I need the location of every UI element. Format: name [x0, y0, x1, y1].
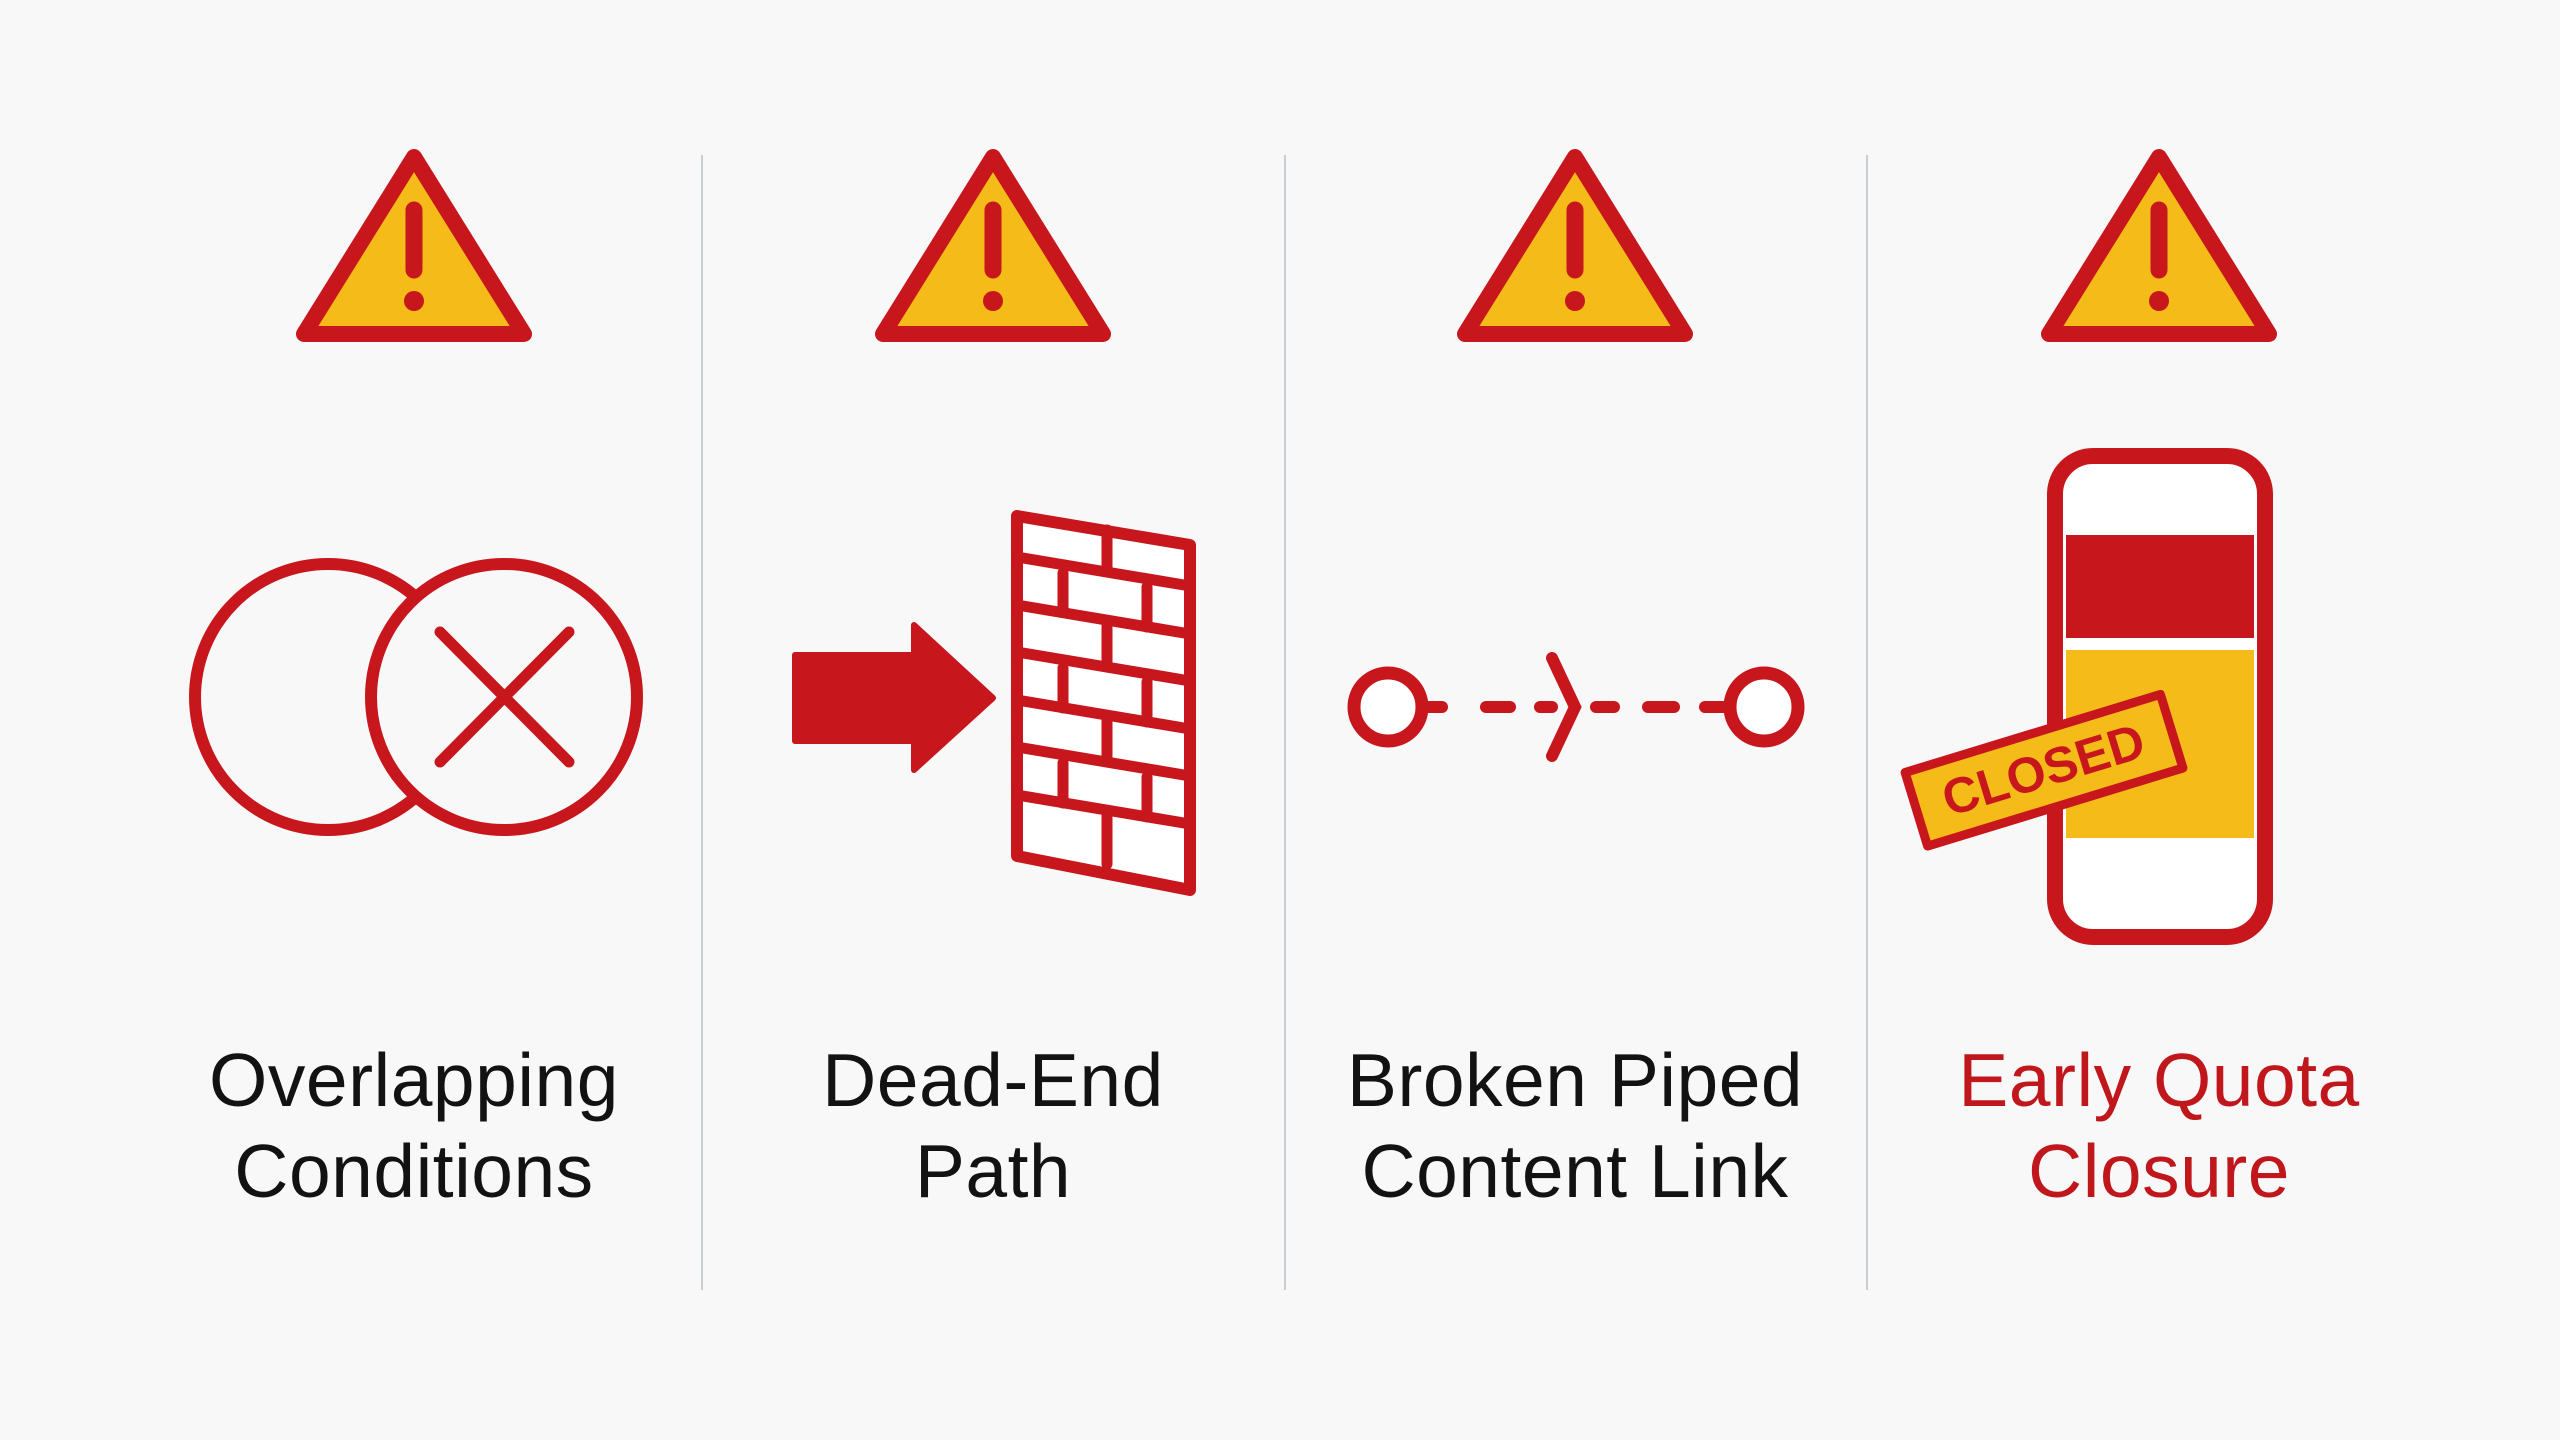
broken-dashed-link-icon	[1347, 652, 1805, 762]
panel-label-line1: Overlapping	[209, 1038, 619, 1122]
panel-early-quota-closure: CLOSED Early Quota Closure	[1868, 0, 2450, 1440]
panel-label-line1: Early Quota	[1958, 1038, 2360, 1122]
panel-label-line1: Dead-End	[822, 1038, 1164, 1122]
arrow-into-brick-wall-icon	[792, 510, 1196, 896]
column-divider	[1866, 155, 1868, 1290]
closed-stamp-icon: CLOSED	[1900, 689, 2188, 851]
panel-label-line1: Broken Piped	[1346, 1038, 1804, 1122]
panel-dead-end-path: Dead-End Path	[702, 0, 1284, 1440]
panel-label: Broken Piped Content Link	[1284, 1035, 1866, 1217]
warning-triangle-icon	[296, 149, 532, 342]
panel-label-line2: Conditions	[234, 1129, 594, 1213]
panel-overlapping-conditions: Overlapping Conditions	[123, 0, 705, 1440]
panel-label-line2: Closure	[2028, 1129, 2290, 1213]
panel-label-line2: Path	[914, 1129, 1072, 1213]
column-divider	[1284, 155, 1286, 1290]
panel-label: Overlapping Conditions	[123, 1035, 705, 1217]
column-divider	[701, 155, 703, 1290]
panel-label: Early Quota Closure	[1868, 1035, 2450, 1217]
panel-broken-piped-content-link: Broken Piped Content Link	[1284, 0, 1866, 1440]
panel-label-line2: Content Link	[1361, 1129, 1789, 1213]
warning-triangle-icon	[1457, 149, 1693, 342]
warning-triangle-icon	[2041, 149, 2277, 342]
overlapping-circles-x-icon	[189, 558, 643, 836]
panel-label: Dead-End Path	[702, 1035, 1284, 1217]
warning-triangle-icon	[875, 149, 1111, 342]
